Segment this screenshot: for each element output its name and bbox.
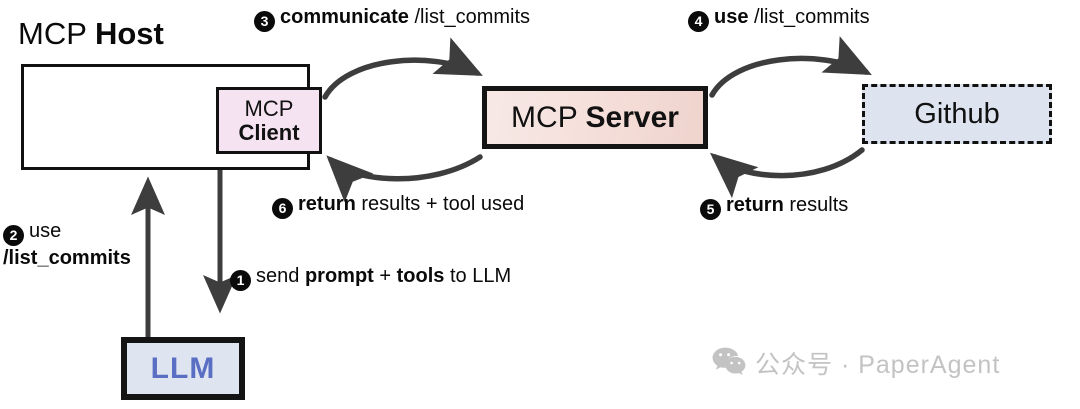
watermark: 公众号 · PaperAgent (712, 345, 1000, 381)
arrow-github-to-server (709, 147, 865, 199)
page-title-plain: MCP (18, 16, 95, 51)
watermark-text: 公众号 · PaperAgent (755, 351, 1001, 379)
step-text-5: return results (726, 194, 849, 216)
node-mcp-server: MCP Server (482, 86, 708, 149)
node-llm-label: LLM (150, 351, 216, 385)
node-github-label: Github (914, 97, 1000, 130)
node-llm: LLM (121, 337, 245, 400)
step-badge-5: 5 (700, 199, 721, 220)
node-mcp-server-label: MCP Server (511, 101, 679, 135)
step-text-6: return results + tool used (298, 193, 525, 215)
step-badge-2: 2 (3, 225, 24, 246)
step-text-3: communicate /list_commits (280, 6, 531, 28)
arrow-server-to-github (709, 36, 872, 98)
step-text-4: use /list_commits (714, 6, 870, 28)
arrow-server-to-client (326, 154, 483, 203)
node-github: Github (862, 84, 1052, 144)
step-text-2: use/list_commits (3, 220, 131, 269)
page-title-bold: Host (94, 16, 164, 51)
node-mcp-client-line1: MCP (244, 96, 294, 122)
step-badge-1: 1 (230, 270, 251, 291)
wechat-icon (712, 346, 746, 380)
step-badge-6: 6 (272, 198, 293, 219)
node-mcp-client: MCP Client (216, 87, 322, 154)
page-title: MCP Host (18, 16, 164, 52)
node-mcp-server-plain: MCP (511, 100, 586, 134)
step-badge-4: 4 (688, 11, 709, 32)
node-mcp-client-line2: Client (238, 119, 300, 145)
step-badge-3: 3 (254, 11, 275, 32)
arrow-client-to-server (322, 37, 483, 100)
step-text-1: send prompt + tools to LLM (256, 265, 512, 287)
node-mcp-server-bold: Server (585, 100, 679, 134)
